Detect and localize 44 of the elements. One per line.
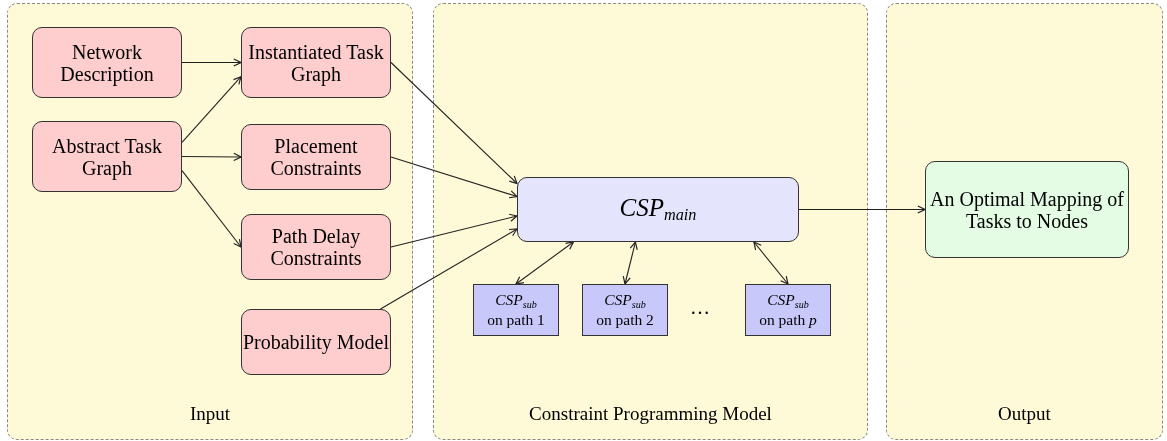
section-title: Input [189,403,231,425]
arrow [181,58,242,67]
input-box [241,214,391,280]
arrow [515,241,574,285]
input-box [32,121,182,192]
arrow [390,156,518,199]
arrow [181,170,242,248]
section-panel [886,3,1163,440]
section-panel [7,3,413,440]
arrow [379,228,518,310]
input-box [241,309,391,375]
output-box [925,161,1129,258]
section-title: Output [998,403,1051,425]
ellipsis-text: … [690,296,710,319]
arrow [622,241,638,285]
input-box [32,27,182,98]
node-text: on path 2 [596,310,654,331]
input-box [241,124,391,190]
input-box [241,27,391,98]
arrow [798,205,926,214]
arrow [181,76,242,143]
node-text: on path p [759,310,817,331]
node-text: CSP$_{sub}$ [604,289,646,311]
process-box [517,177,799,242]
arrow [390,213,518,248]
node-text: Path Delay Constraints [269,225,363,269]
node-text: CSP$_{main}$ [619,193,697,226]
subproblem-box [745,284,831,336]
node-text: Probability Model [242,331,390,353]
arrow [753,241,789,285]
node-text: An Optimal Mapping of Tasks to Nodes [929,187,1125,232]
arrow [181,152,242,162]
subproblem-box [473,284,559,336]
node-text: on path 1 [487,310,545,331]
node-text: CSP$_{sub}$ [495,289,537,311]
section-title: Constraint Programming Model [529,403,772,425]
node-text: CSP$_{sub}$ [767,289,809,311]
node-text: Network Description [59,40,155,85]
node-text: Abstract Task Graph [51,134,163,179]
node-text: Instantiated Task Graph [247,40,385,85]
section-panel [433,3,868,440]
node-text: Placement Constraints [269,135,363,179]
subproblem-box [582,284,668,336]
arrow [390,61,518,185]
